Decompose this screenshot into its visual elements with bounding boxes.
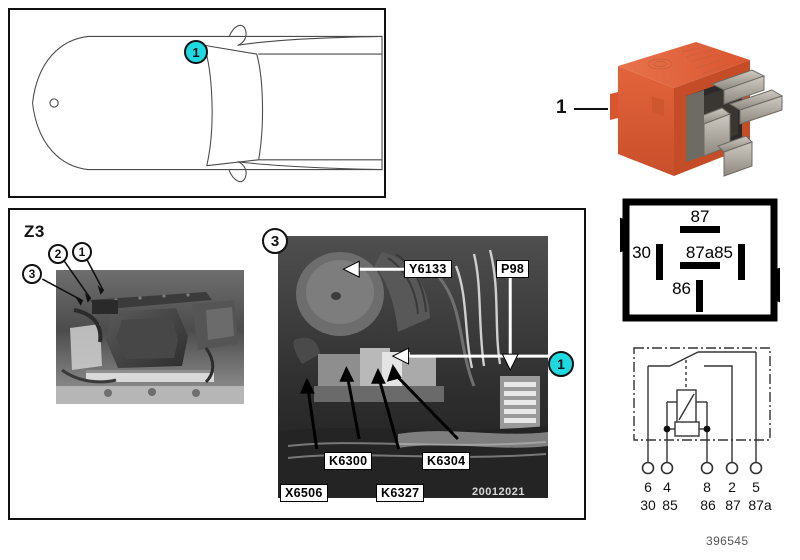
schematic-terminal-87a: 87a [748, 497, 772, 513]
terminal-blade-85 [738, 244, 745, 280]
bay-callout-badge-3: 3 [22, 264, 42, 284]
schematic-boundary [633, 347, 771, 441]
relay-photo [610, 42, 784, 177]
model-label: Z3 [24, 222, 45, 241]
relay-terminal-layout: 87 30 87a 85 86 [620, 198, 780, 322]
engine-bay-image [56, 270, 244, 404]
component-tag-p98: P98 [496, 260, 530, 278]
bay-callout-badge-1: 1 [72, 242, 92, 262]
terminal-blade-87a [680, 262, 720, 269]
component-tag-x6506: X6506 [280, 484, 328, 502]
schematic-pin-2: 2 [728, 479, 736, 495]
relay-callout-number: 1 [556, 97, 567, 118]
terminal-label-85: 85 [714, 243, 733, 262]
component-tag-k6304: K6304 [422, 452, 471, 470]
relay-callout-leader [574, 108, 608, 110]
detail-badge-3: 3 [262, 228, 288, 254]
bay-callout-badge-2: 2 [48, 244, 68, 264]
schematic-pin-6: 6 [644, 479, 652, 495]
photo-date-code: 20012021 [472, 486, 525, 498]
component-tag-k6300: K6300 [324, 452, 373, 470]
terminal-blade-30 [656, 244, 663, 280]
terminal-label-87: 87 [691, 207, 710, 226]
terminal-label-87a: 87a [686, 243, 715, 262]
terminal-label-86: 86 [672, 279, 691, 298]
schematic-terminal-87: 87 [725, 497, 741, 513]
schematic-terminal-30: 30 [640, 497, 656, 513]
component-tag-k6327: K6327 [376, 484, 425, 502]
terminal-label-30: 30 [632, 243, 651, 262]
schematic-pin-4: 4 [663, 479, 671, 495]
terminal-blade-87 [680, 226, 720, 233]
vehicle-location-panel: 1 [8, 8, 386, 198]
relay-schematic: 6 4 8 2 5 30 85 86 87 87a [633, 347, 772, 513]
detail-callout-badge-1: 1 [548, 351, 574, 377]
schematic-pin-5: 5 [752, 479, 760, 495]
terminal-blade-86 [696, 280, 703, 312]
callout-badge-1: 1 [184, 40, 208, 64]
vehicle-top-view-drawing [31, 24, 383, 183]
component-tag-y6133: Y6133 [404, 260, 452, 278]
engine-bay-photo [56, 270, 244, 404]
schematic-pin-8: 8 [703, 479, 711, 495]
schematic-terminal-85: 85 [662, 497, 678, 513]
component-location-panel: Z3 [8, 208, 586, 520]
schematic-terminal-86: 86 [700, 497, 716, 513]
document-reference-number: 396545 [706, 534, 749, 548]
